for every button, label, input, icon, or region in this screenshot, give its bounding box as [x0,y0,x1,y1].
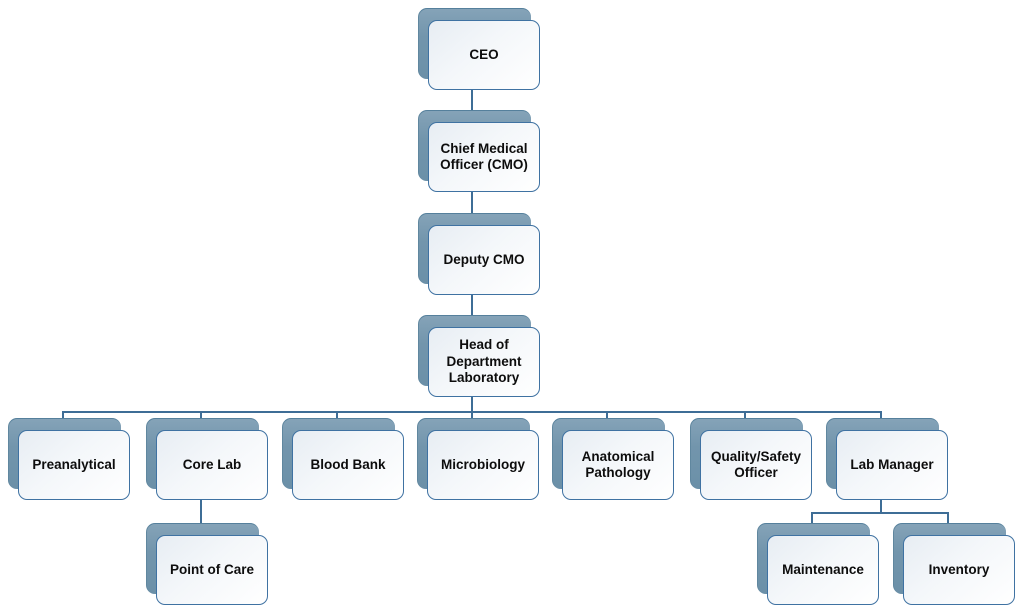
connector-head-trunk [471,397,473,411]
org-node-microbiology: Microbiology [417,418,539,500]
node-box: Microbiology [427,430,539,500]
org-node-core-lab: Core Lab [146,418,268,500]
node-label: Lab Manager [850,456,934,472]
node-box: Quality/Safety Officer [700,430,812,500]
node-label: Anatomical Pathology [581,448,655,480]
node-label: Core Lab [182,456,242,472]
org-node-ceo: CEO [418,8,540,90]
node-label: Quality/Safety Officer [710,448,802,480]
org-node-quality-safety: Quality/Safety Officer [690,418,812,500]
node-box: Anatomical Pathology [562,430,674,500]
node-box: Core Lab [156,430,268,500]
org-node-head-department-lab: Head of Department Laboratory [418,315,540,397]
connector-level3-bus [811,512,949,514]
node-label: Point of Care [169,561,254,577]
connector-cmo-deputy [471,192,473,225]
org-node-lab-manager: Lab Manager [826,418,948,500]
node-label: Inventory [928,561,990,577]
node-label: CEO [469,46,499,62]
org-node-inventory: Inventory [893,523,1015,605]
connector-corelab-poc [200,500,202,535]
org-node-blood-bank: Blood Bank [282,418,404,500]
connector-labmanager-trunk [880,500,882,514]
org-node-maintenance: Maintenance [757,523,879,605]
node-label: Head of Department Laboratory [446,337,522,386]
connector-ceo-cmo [471,90,473,122]
node-box: Inventory [903,535,1015,605]
node-box: Deputy CMO [428,225,540,295]
node-box: Blood Bank [292,430,404,500]
node-label: Chief Medical Officer (CMO) [440,140,528,172]
node-label: Maintenance [782,561,864,577]
org-node-cmo: Chief Medical Officer (CMO) [418,110,540,192]
org-node-deputy-cmo: Deputy CMO [418,213,540,295]
node-box: Lab Manager [836,430,948,500]
node-box: Chief Medical Officer (CMO) [428,122,540,192]
node-label: Deputy CMO [443,251,525,267]
node-label: Microbiology [441,456,525,472]
node-box: CEO [428,20,540,90]
node-label: Blood Bank [310,456,386,472]
node-box: Preanalytical [18,430,130,500]
node-label: Preanalytical [32,456,116,472]
node-box: Point of Care [156,535,268,605]
node-box: Maintenance [767,535,879,605]
node-box: Head of Department Laboratory [428,327,540,397]
connector-deputy-head [471,295,473,327]
org-node-anatomical-pathology: Anatomical Pathology [552,418,674,500]
org-node-point-of-care: Point of Care [146,523,268,605]
org-node-preanalytical: Preanalytical [8,418,130,500]
